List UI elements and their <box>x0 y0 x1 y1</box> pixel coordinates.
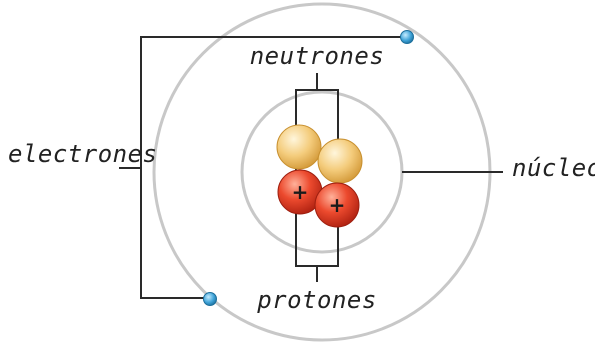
electron-particle <box>400 30 414 44</box>
proton-plus-sign: + <box>292 180 309 204</box>
electrons-label: electrones <box>8 140 158 168</box>
neutron-particle <box>276 124 322 170</box>
proton-particle <box>314 182 360 228</box>
electron-particle <box>203 292 217 306</box>
proton-plus-sign: + <box>329 193 346 217</box>
neutron-particle <box>317 138 363 184</box>
electrons-bracket <box>140 36 405 299</box>
neutrons-label: neutrones <box>250 42 385 70</box>
protons-label: protones <box>256 286 377 314</box>
nucleus-label: núcleo <box>512 154 595 182</box>
